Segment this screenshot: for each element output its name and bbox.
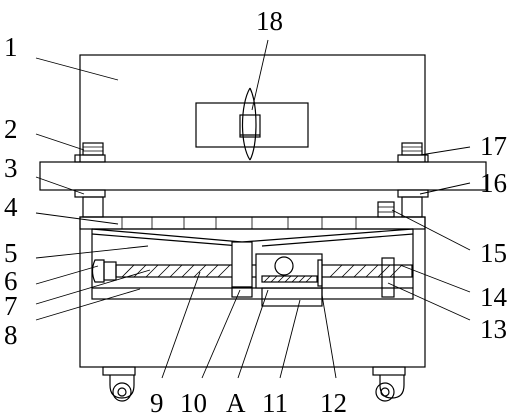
drive-motor	[91, 259, 105, 283]
left-lower-post	[82, 196, 104, 218]
label-a: A	[226, 388, 246, 418]
detail-track	[261, 275, 318, 283]
label-8: 8	[4, 320, 18, 350]
center-block	[195, 102, 309, 148]
label-16: 16	[480, 168, 507, 198]
detail-side-plate	[317, 259, 323, 287]
label-7: 7	[4, 291, 18, 321]
label-1: 1	[4, 32, 18, 62]
right-upper-nut	[401, 142, 423, 156]
label-18: 18	[256, 6, 283, 36]
label-12: 12	[320, 388, 347, 418]
label-9: 9	[150, 388, 164, 418]
right-top-washer	[397, 154, 429, 163]
lower-block	[261, 287, 323, 307]
left-upper-nut	[82, 142, 104, 156]
label-13: 13	[480, 314, 507, 344]
label-14: 14	[480, 282, 508, 312]
tilted-plate	[91, 228, 414, 243]
left-caster	[102, 366, 136, 402]
segmented-platform	[79, 216, 426, 230]
cross-beam	[39, 161, 487, 191]
left-bottom-washer	[74, 189, 106, 198]
right-lower-post	[401, 196, 423, 218]
inner-frame	[91, 228, 414, 300]
label-6: 6	[4, 266, 18, 296]
label-4: 4	[4, 192, 18, 222]
left-top-washer	[74, 154, 106, 163]
label-2: 2	[4, 114, 18, 144]
label-3: 3	[4, 153, 18, 183]
central-slider	[231, 241, 253, 288]
blade-loop	[241, 87, 257, 161]
right-bearing	[381, 257, 395, 298]
top-motor	[377, 201, 395, 218]
right-caster	[372, 366, 406, 402]
label-17: 17	[480, 131, 507, 161]
detail-roller	[274, 256, 294, 276]
slider-foot	[231, 286, 253, 298]
label-11: 11	[262, 388, 288, 418]
label-5: 5	[4, 238, 18, 268]
drive-coupling	[103, 261, 117, 281]
label-10: 10	[180, 388, 207, 418]
label-15: 15	[480, 238, 507, 268]
leader-lines	[35, 39, 471, 379]
screw-thread-hatching	[121, 264, 403, 278]
center-block-slot	[239, 114, 261, 138]
